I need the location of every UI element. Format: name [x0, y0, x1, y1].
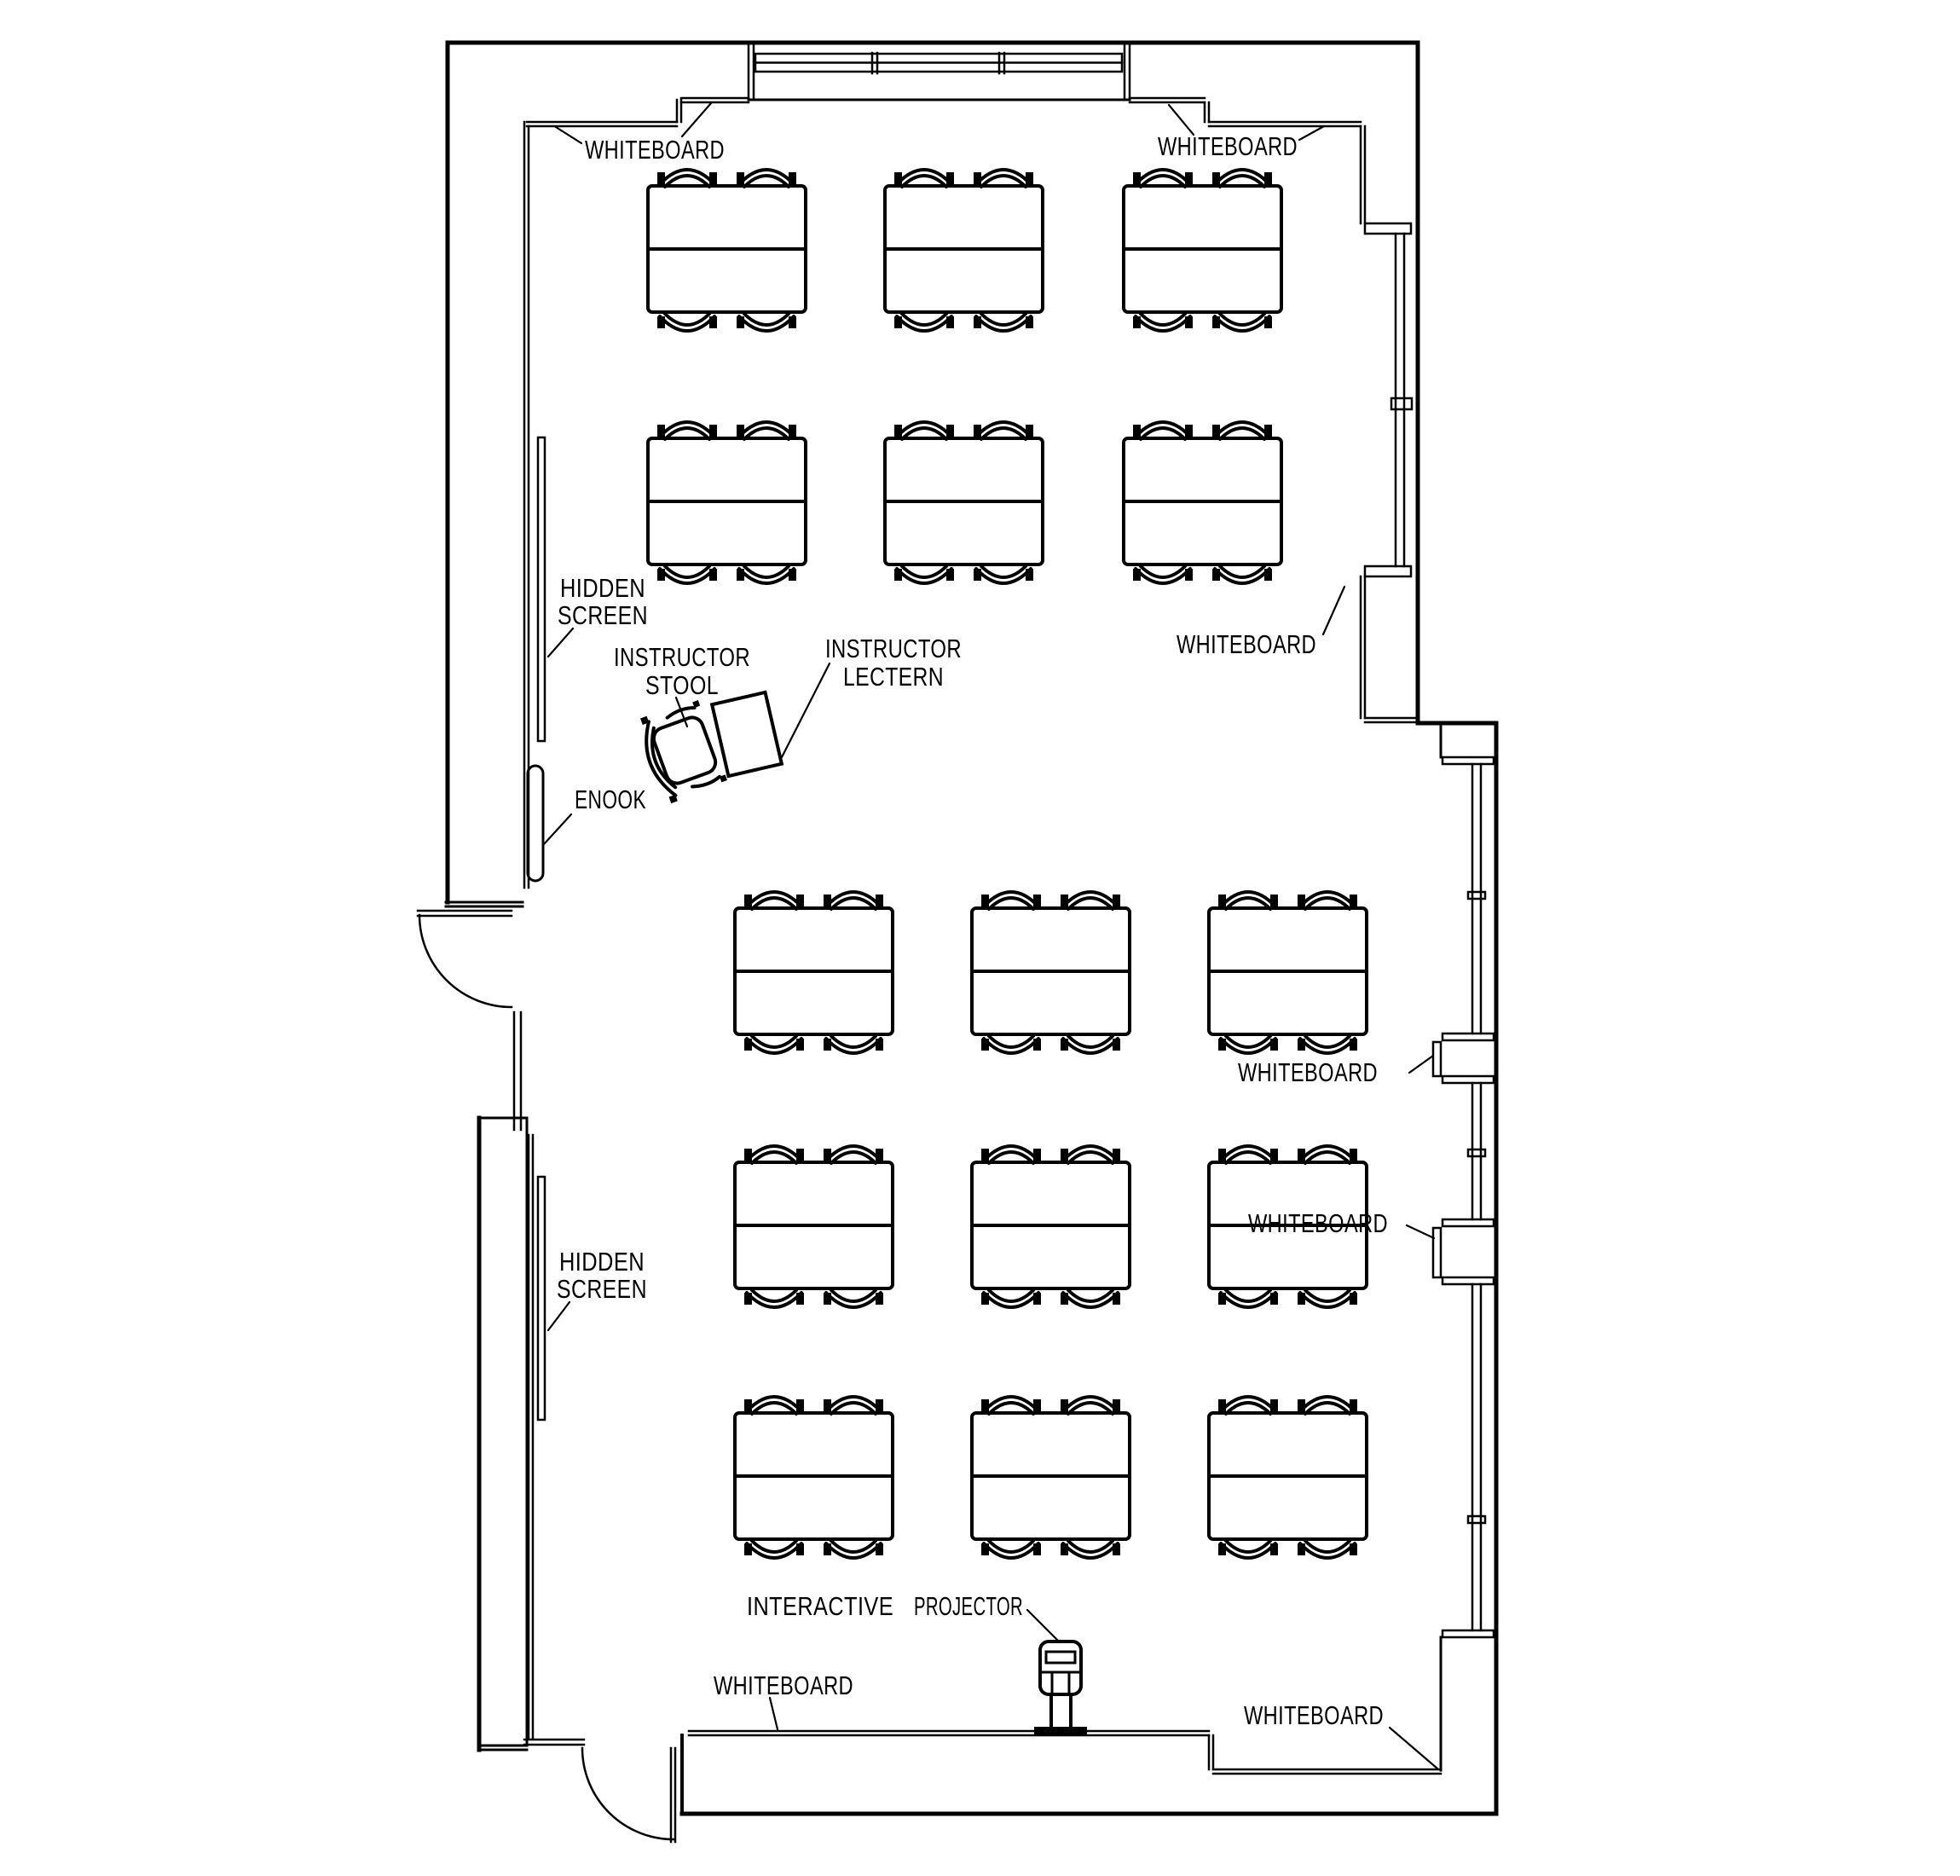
- door-upper: [416, 909, 523, 1132]
- svg-text:SCREEN: SCREEN: [557, 1274, 647, 1304]
- whiteboard-label-right-middle: WHITEBOARD: [1238, 1057, 1378, 1087]
- svg-text:HIDDEN: HIDDEN: [559, 1247, 645, 1277]
- interior-wall-whiteboards: [523, 96, 1443, 1772]
- top-whiteboard-bay: [747, 41, 1131, 101]
- whiteboard-label-right-upper: WHITEBOARD: [1177, 629, 1316, 659]
- left-wall-upper-cap: [444, 900, 524, 908]
- whiteboard-panel: [1431, 1040, 1443, 1078]
- whiteboard-label-bottom-right: WHITEBOARD: [1244, 1700, 1384, 1730]
- svg-text:PROJECTOR: PROJECTOR: [914, 1591, 1023, 1621]
- svg-text:INSTRUCTOR: INSTRUCTOR: [825, 634, 962, 663]
- svg-text:INTERACTIVE: INTERACTIVE: [747, 1591, 893, 1621]
- windows-lower-right: [1431, 756, 1495, 1639]
- instructor-stool-label: INSTRUCTOR STOOL: [614, 642, 750, 700]
- whiteboard-label-top-right: WHITEBOARD: [1158, 131, 1298, 161]
- instructor-lectern: [709, 690, 784, 779]
- interactive-projector: [1034, 1640, 1087, 1735]
- leader-lines: [542, 101, 1439, 1770]
- svg-text:STOOL: STOOL: [645, 670, 719, 700]
- hidden-screen-lower: [536, 1175, 546, 1421]
- svg-text:HIDDEN: HIDDEN: [560, 573, 645, 603]
- left-wall-lower: [477, 1116, 535, 1752]
- whiteboard-label-bottom-left: WHITEBOARD: [714, 1670, 853, 1700]
- svg-text:INSTRUCTOR: INSTRUCTOR: [614, 642, 750, 672]
- door-lower: [523, 1734, 684, 1844]
- whiteboard-panel: [1431, 1226, 1443, 1279]
- window-upper-right: [1363, 222, 1414, 578]
- instructor-lectern-label: INSTRUCTOR LECTERN: [825, 634, 962, 692]
- enook-label: ENOOK: [575, 785, 646, 814]
- upper-zone-tables: [648, 170, 1281, 583]
- svg-text:LECTERN: LECTERN: [843, 662, 944, 692]
- interactive-projector-label: INTERACTIVE PROJECTOR: [747, 1591, 1023, 1621]
- svg-text:SCREEN: SCREEN: [558, 600, 648, 630]
- hidden-screen-label-upper: HIDDEN SCREEN: [558, 573, 648, 630]
- enook-bench: [526, 764, 545, 883]
- hidden-screen-upper: [536, 436, 546, 743]
- bottom-wall-whiteboards: [687, 1729, 1443, 1775]
- hidden-screen-label-lower: HIDDEN SCREEN: [557, 1247, 647, 1304]
- whiteboard-label-right-lower: WHITEBOARD: [1248, 1208, 1388, 1238]
- whiteboard-label-top-left: WHITEBOARD: [585, 135, 725, 165]
